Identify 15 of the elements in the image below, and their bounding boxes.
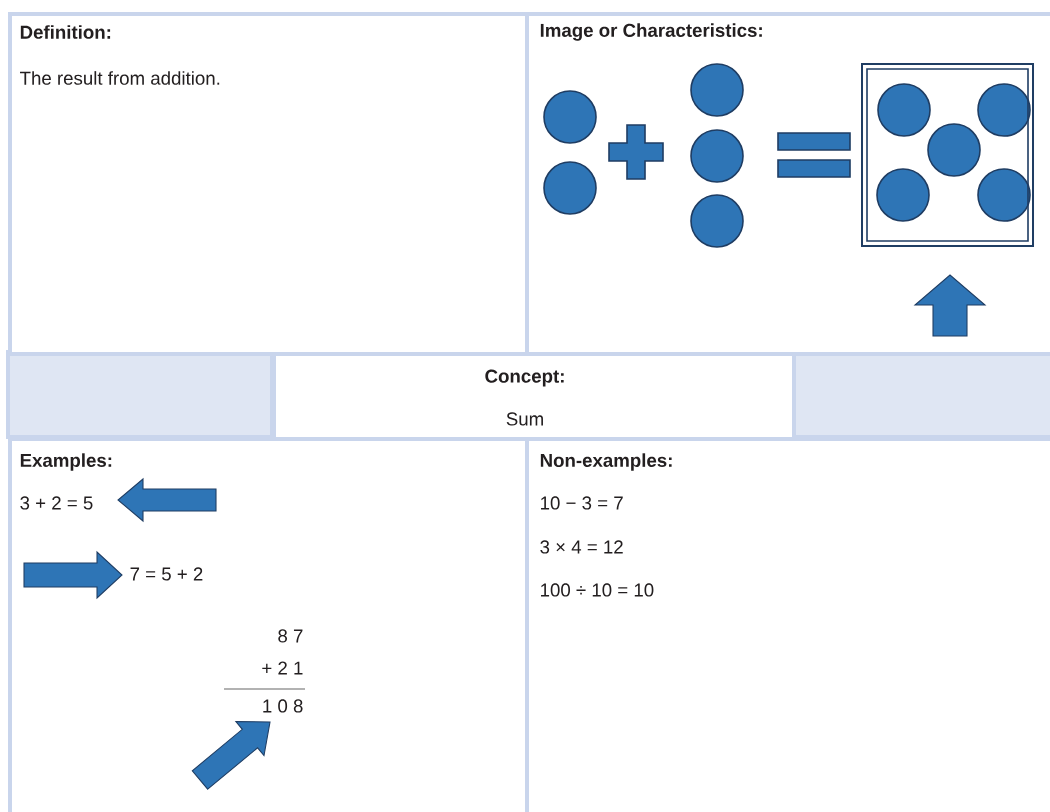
cell-text: 100 ÷ 10 = 10 xyxy=(541,583,654,597)
cell-text: 10 − 3 = 7 xyxy=(541,496,623,510)
cell-text: 1 0 8 xyxy=(263,699,303,713)
cell-heading: Non-examples: xyxy=(540,453,672,471)
cell-heading: Image or Characteristics: xyxy=(540,23,762,41)
cell-text: The result from addition. xyxy=(20,71,220,85)
cell-text: 8 7 xyxy=(278,629,303,643)
cell-heading: Concept: xyxy=(485,369,564,387)
cell-text: 3 + 2 = 5 xyxy=(20,496,93,510)
cell-text: Sum xyxy=(506,412,543,426)
cell-heading: Examples: xyxy=(20,453,112,471)
cell-text: 3 × 4 = 12 xyxy=(540,540,623,554)
cell-text: 7 = 5 + 2 xyxy=(130,567,203,581)
cell-heading: Definition: xyxy=(20,25,111,39)
cell-text: + 2 1 xyxy=(262,661,303,675)
